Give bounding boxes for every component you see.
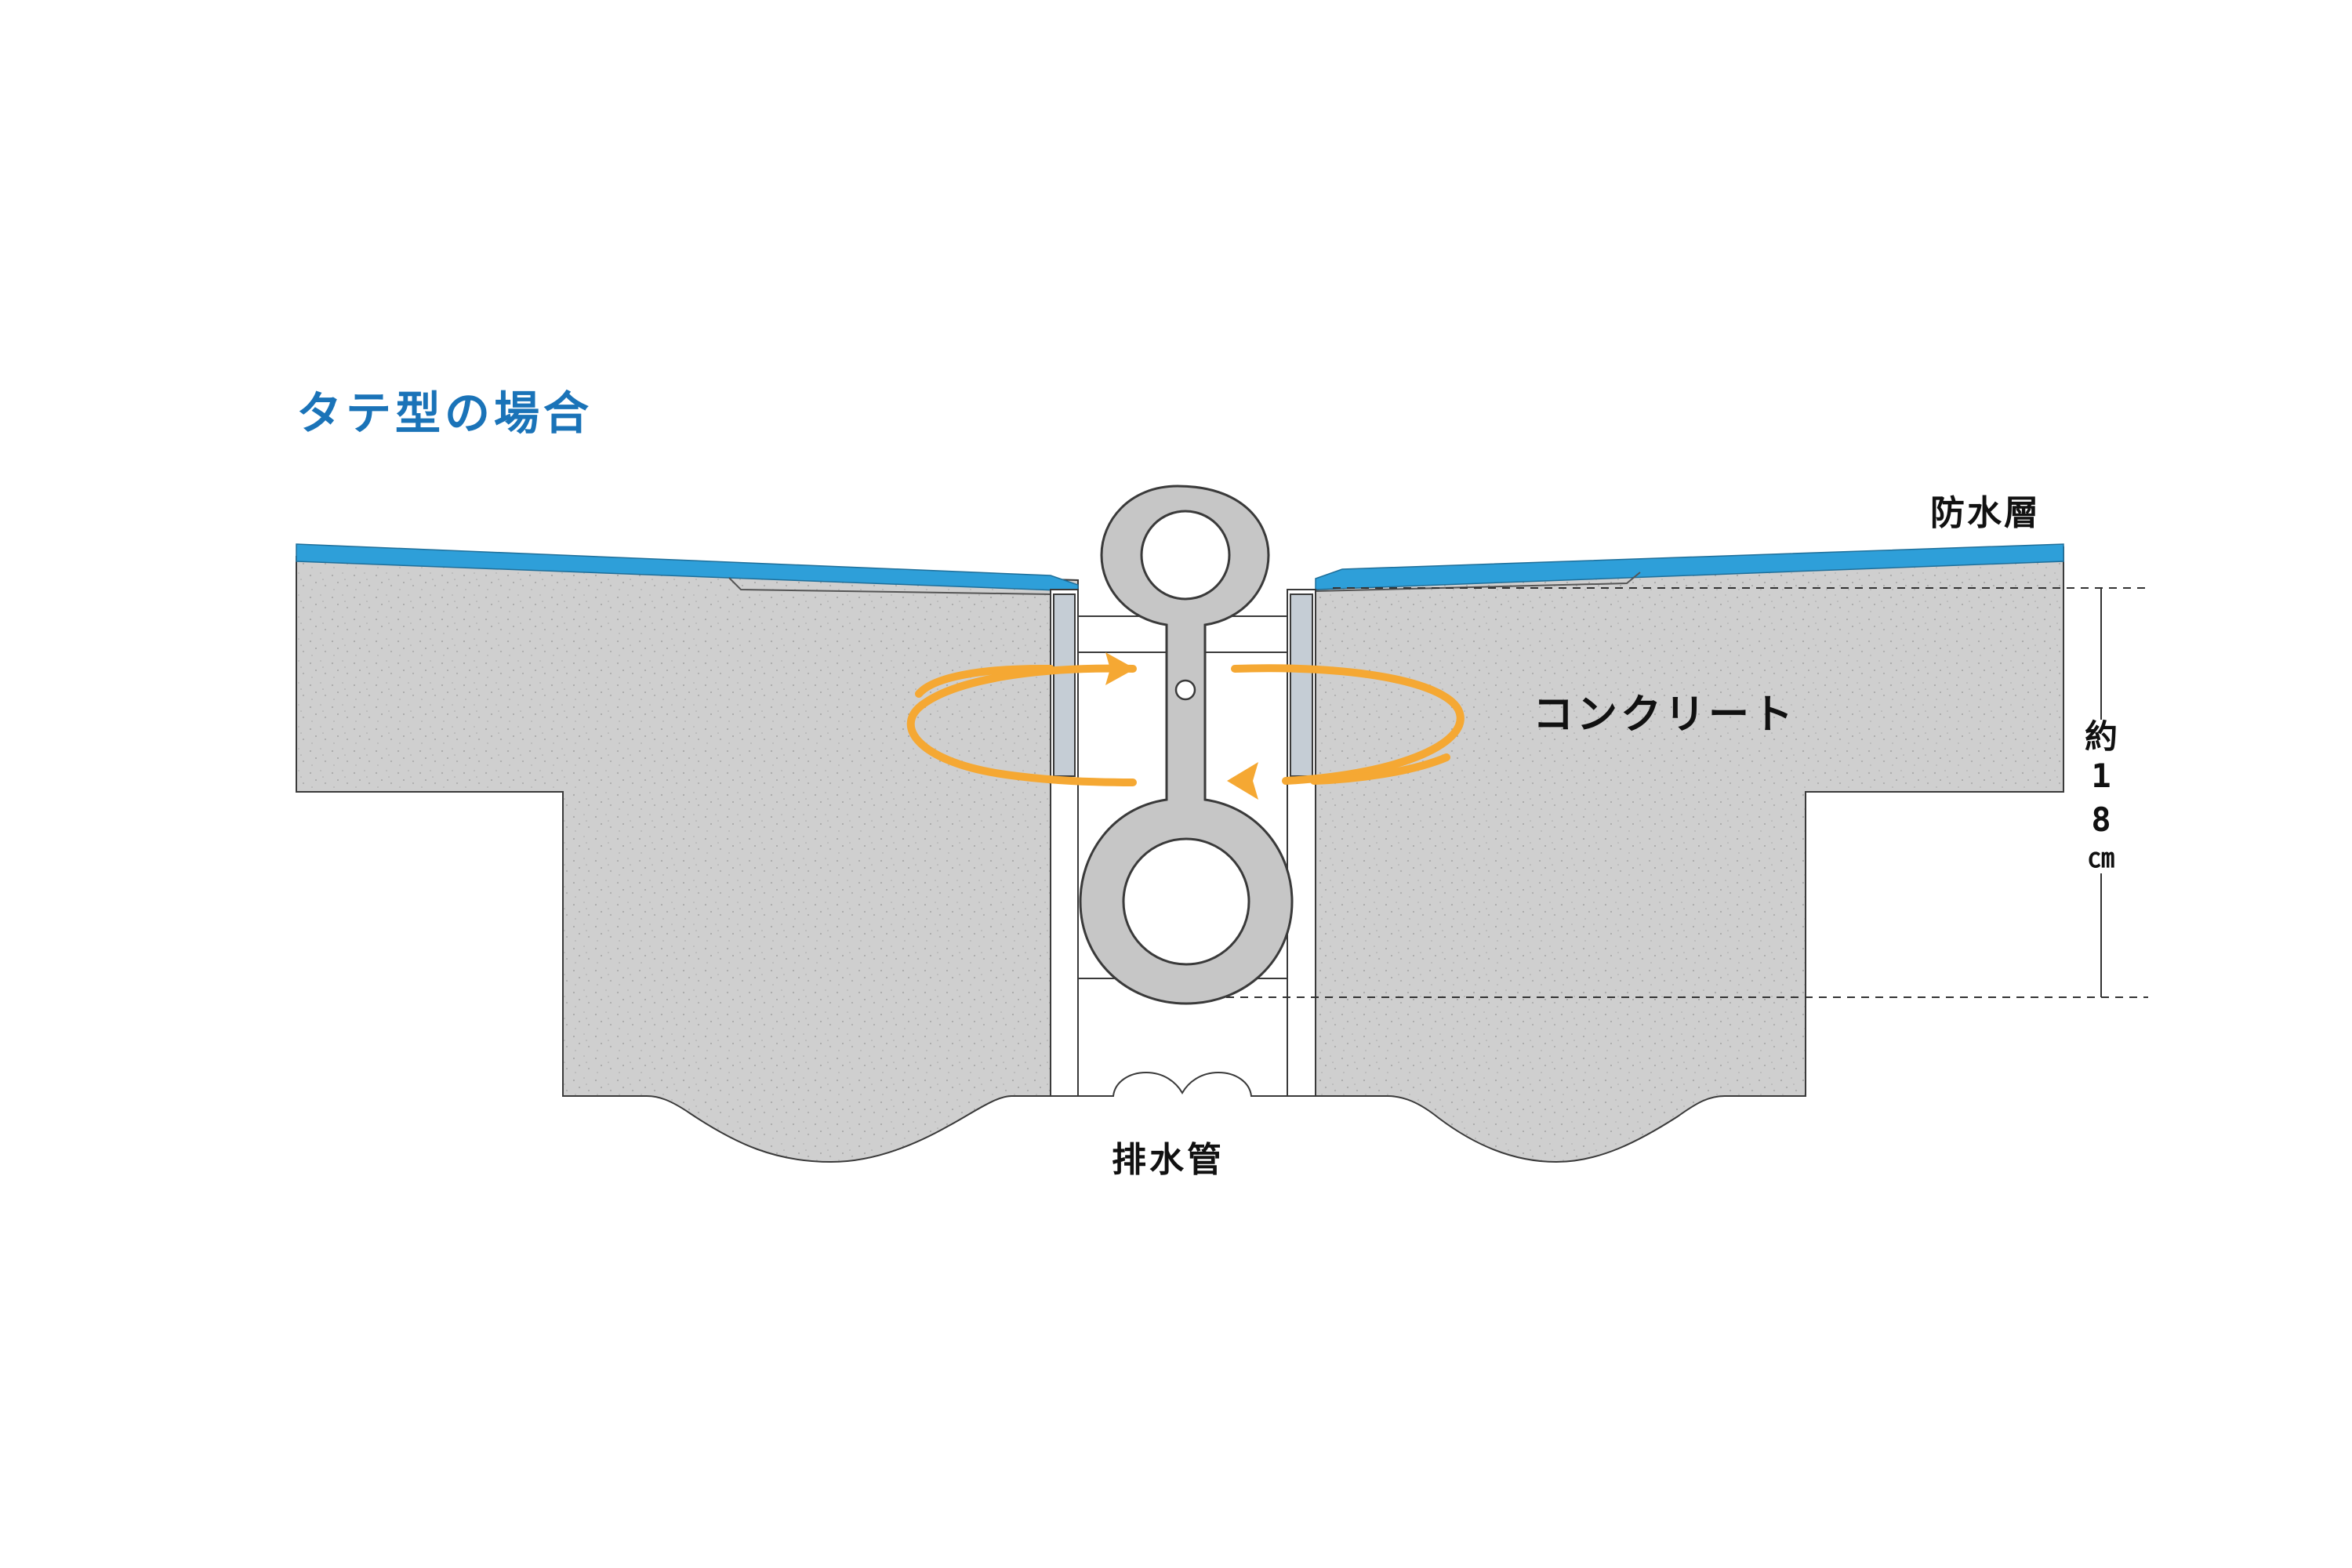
pin-hole <box>1174 679 1196 701</box>
upper-ring-hole <box>1140 510 1231 601</box>
waterproof-layer-label: 防水層 <box>1930 493 2041 533</box>
rotation-arrow-front <box>915 664 1054 698</box>
dimension-prefix: 約 <box>2084 717 2118 756</box>
drain-pipe <box>1078 1071 1287 1097</box>
rotation-arrow-back-2 <box>1231 664 1465 785</box>
rotation-arrow-front-2 <box>1310 753 1450 785</box>
underlayer-line-left <box>728 577 1051 595</box>
dimension-label: 約 1 8 ㎝ <box>2079 717 2123 875</box>
waterproof-layer-right <box>1315 543 2064 590</box>
drain-pipe-label: 排水管 <box>1112 1140 1225 1180</box>
arrowhead-left-icon <box>1227 762 1258 800</box>
diagram-title: タテ型の場合 <box>296 387 593 440</box>
lower-ring-hole <box>1122 837 1250 966</box>
seal-panel-right <box>1290 593 1313 777</box>
expansion-joint-device <box>1079 485 1294 1005</box>
concrete-label: コンクリート <box>1533 691 1797 739</box>
seal-panel-left <box>1053 593 1076 777</box>
dimension-digit: 1 <box>2091 757 2111 796</box>
waterproof-layer-left <box>296 543 1079 592</box>
dimension-digit: 8 <box>2091 800 2111 840</box>
dimension-unit: ㎝ <box>2088 843 2114 875</box>
rotation-arrow-back <box>906 664 1137 786</box>
concrete-slab-left <box>296 555 1079 1163</box>
arrowhead-right-icon <box>1105 652 1135 685</box>
concrete-slab-right <box>1315 546 2064 1163</box>
